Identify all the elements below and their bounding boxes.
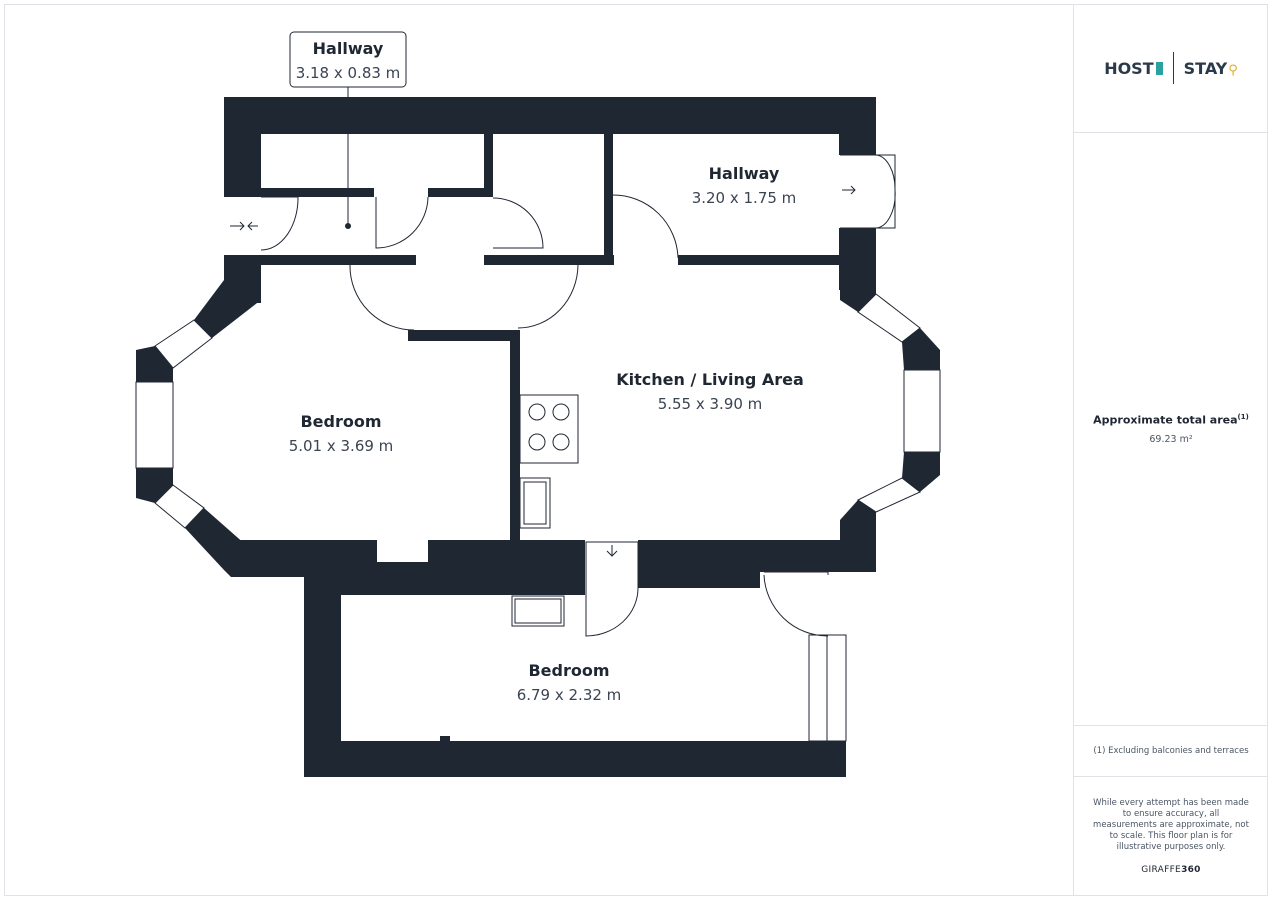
sidebar: HOST STAY⚲ Approximate total area(1) 69.… xyxy=(1073,4,1268,896)
hallway-large-label: Hallway 3.20 x 1.75 m xyxy=(692,164,797,207)
disclaimer-text: While every attempt has been made to ens… xyxy=(1093,797,1249,852)
brand: GIRAFFE360 xyxy=(1141,864,1201,875)
disclaimer: While every attempt has been made to ens… xyxy=(1074,777,1268,895)
total-area: Approximate total area(1) 69.23 m² xyxy=(1074,133,1268,726)
room-name: Hallway xyxy=(709,164,780,183)
logo-host: HOST xyxy=(1104,59,1163,78)
room-name: Hallway xyxy=(313,39,384,58)
hallway-small-label: Hallway 3.18 x 0.83 m xyxy=(289,31,407,88)
footnote: (1) Excluding balconies and terraces xyxy=(1074,726,1268,777)
logo-stay: STAY⚲ xyxy=(1183,58,1238,78)
windows xyxy=(135,293,941,742)
room-name: Kitchen / Living Area xyxy=(616,370,804,389)
kitchen-living-label: Kitchen / Living Area 5.55 x 3.90 m xyxy=(616,370,804,413)
floor-plan: Hallway 3.18 x 0.83 m Hallway 3.20 x 1.7… xyxy=(135,31,941,777)
bedroom-bottom-label: Bedroom 6.79 x 2.32 m xyxy=(517,661,622,704)
location-pin-icon: ⚲ xyxy=(1228,62,1238,78)
area-title: Approximate total area(1) xyxy=(1093,412,1249,427)
room-dimensions: 5.01 x 3.69 m xyxy=(289,437,394,455)
area-value: 69.23 m² xyxy=(1149,434,1193,446)
kitchen-fixtures xyxy=(511,394,579,627)
bedroom-left-label: Bedroom 5.01 x 3.69 m xyxy=(289,412,394,455)
room-dimensions: 3.18 x 0.83 m xyxy=(296,64,401,82)
walls xyxy=(136,97,940,777)
door-icon xyxy=(1155,61,1163,75)
room-dimensions: 6.79 x 2.32 m xyxy=(517,686,622,704)
room-name: Bedroom xyxy=(300,412,381,431)
room-dimensions: 3.20 x 1.75 m xyxy=(692,189,797,207)
doors xyxy=(260,154,896,637)
logo-divider xyxy=(1172,52,1174,84)
room-dimensions: 5.55 x 3.90 m xyxy=(658,395,763,413)
entrance-markers xyxy=(230,86,856,557)
room-name: Bedroom xyxy=(528,661,609,680)
logo: HOST STAY⚲ xyxy=(1074,4,1268,133)
page-frame xyxy=(4,4,1268,896)
